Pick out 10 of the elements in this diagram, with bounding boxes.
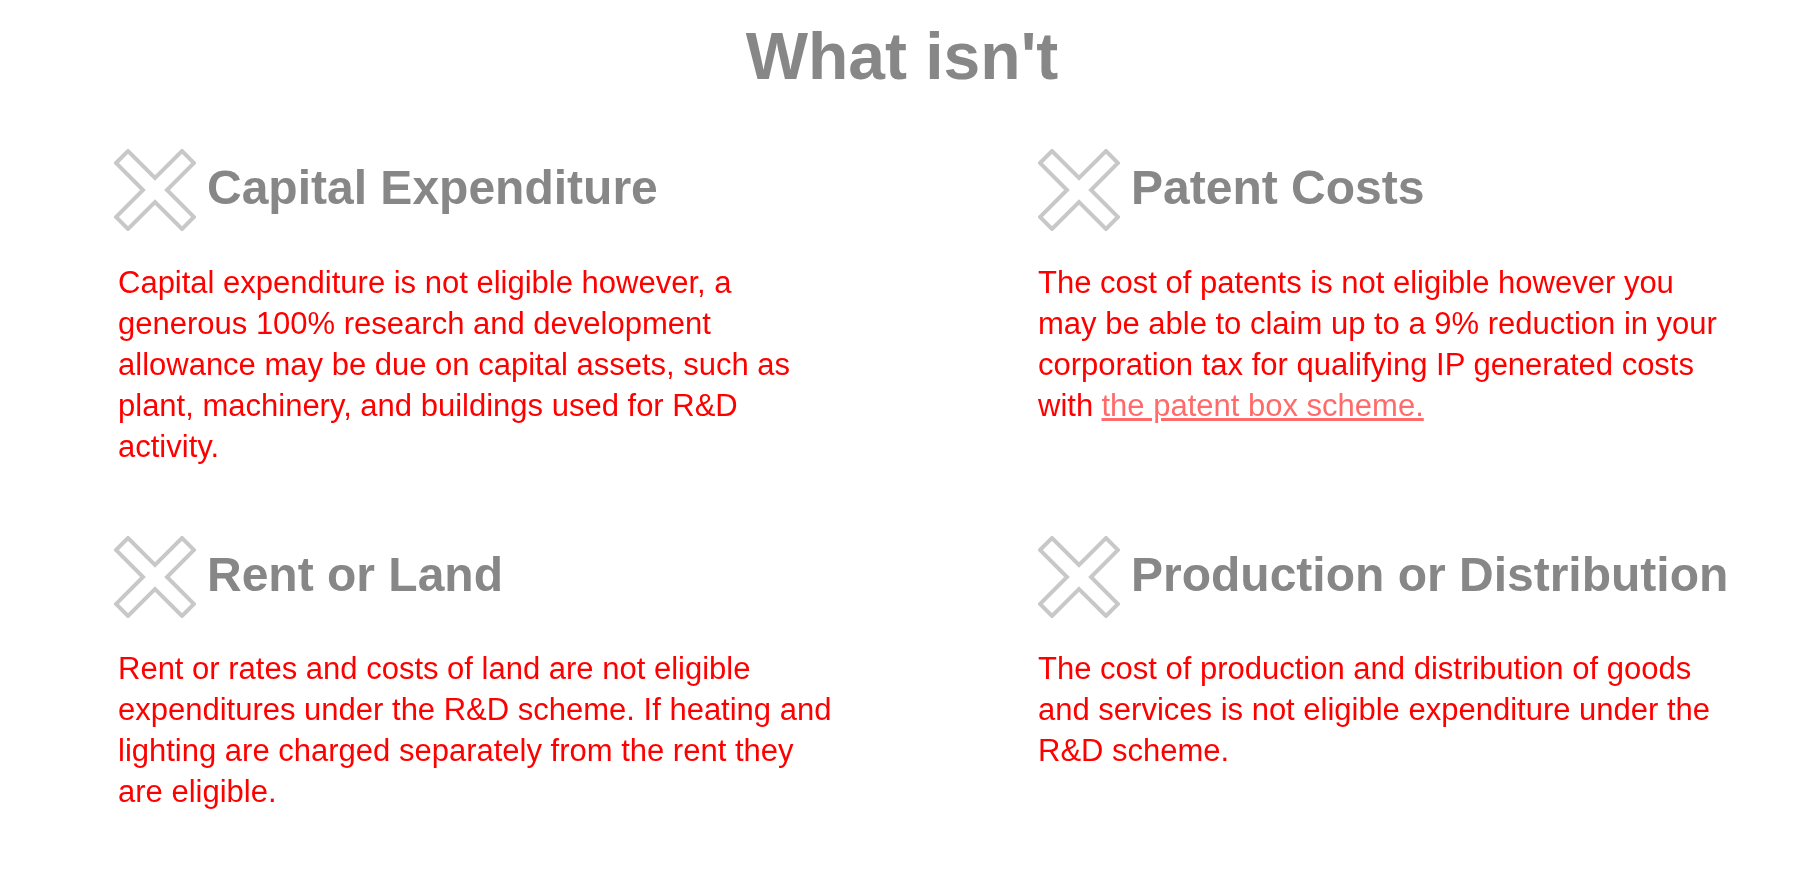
section-heading: Capital Expenditure	[207, 160, 658, 215]
description-text: The cost of production and distribution of goods and services is not eligible expenditure under the R&D scheme.	[1038, 650, 1712, 770]
page-title: What isn't	[744, 18, 1060, 94]
description-text: Rent or rates and costs of land are not eligible expenditures under the R&D scheme. If heating and lighting are charged separately from the rent they are eligible.	[118, 650, 833, 811]
section-heading: Rent or Land	[207, 547, 503, 602]
description-text: The cost of patents is not eligible however you may be able to claim up to a 9% reduction in your corporation tax for qualifying IP generated costs with the patent box scheme.	[1038, 264, 1718, 425]
text-link: the patent box scheme.	[1101, 388, 1424, 423]
section-heading: Production or Distribution	[1131, 547, 1729, 602]
section-heading: Patent Costs	[1131, 160, 1425, 215]
description-text: Capital expenditure is not eligible however, a generous 100% research and development allowance may be due on capital assets, such as plant, machinery, and buildings used for R&D activity.	[118, 264, 792, 466]
